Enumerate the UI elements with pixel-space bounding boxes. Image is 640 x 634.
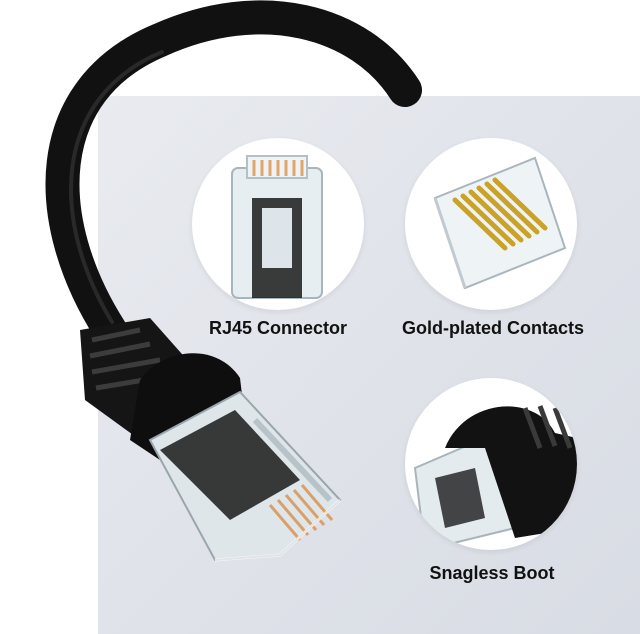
feature-label-snagless-boot: Snagless Boot (429, 563, 555, 583)
snagless-boot-image (405, 378, 577, 550)
feature-label-rj45: RJ45 Connector (208, 318, 348, 338)
rj45-connector-image (192, 138, 364, 310)
snagless-boot-icon (413, 405, 577, 550)
feature-label-gold-contacts: Gold-plated Contacts (401, 318, 584, 338)
rj45-connector-icon (231, 155, 323, 299)
rj45-plug (148, 390, 342, 562)
gold-contacts-icon (433, 156, 567, 290)
cable-loop (45, 0, 422, 347)
gold-contacts-image (405, 138, 577, 310)
